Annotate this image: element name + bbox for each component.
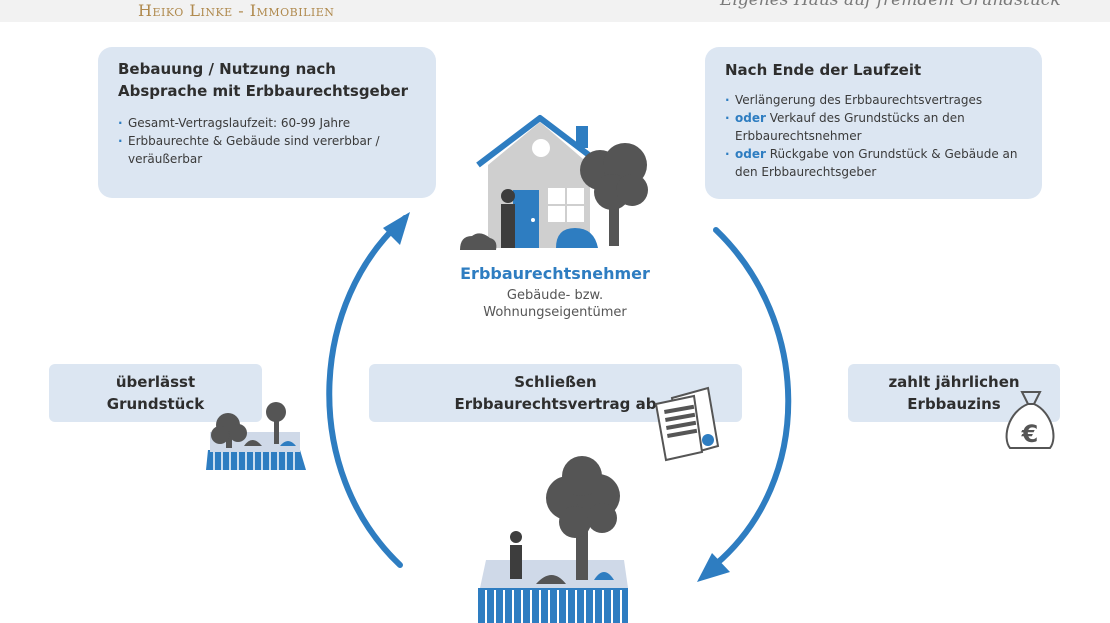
term-end-title: Nach Ende der Laufzeit — [725, 61, 922, 79]
list-item: oder Verkauf des Grundstücks an den Erbb… — [725, 109, 1025, 145]
usage-title-line1: Bebauung / Nutzung nach — [118, 60, 336, 78]
term-end-info-box: Nach Ende der Laufzeit Verlängerung des … — [705, 47, 1042, 199]
option-text: Verlängerung des Erbbaurechtsvertrages — [735, 93, 983, 107]
oder-label: oder — [735, 111, 766, 125]
list-item: Erbbaurechte & Gebäude sind vererbbar / … — [118, 132, 398, 168]
brand-logo: Heiko Linke - Immobilien — [138, 1, 335, 20]
option-text: Verkauf des Grundstücks an den Erbbaurec… — [735, 111, 965, 143]
euro-icon: € — [1021, 420, 1039, 448]
subtitle-line2: Wohnungseigentümer — [483, 305, 627, 320]
list-item: oder Rückgabe von Grundstück & Gebäude a… — [725, 145, 1025, 181]
leaseholder-subtitle: Gebäude- bzw. Wohnungseigentümer — [440, 287, 670, 321]
pill-line1: Schließen — [514, 373, 597, 391]
left-arrow-head — [383, 212, 410, 245]
leaseholder-title: Erbbaurechtsnehmer — [460, 264, 650, 283]
pill-line2: Grundstück — [106, 395, 205, 413]
provides-land-pill: überlässt Grundstück — [49, 364, 262, 422]
pill-line2: Erbbauzins — [907, 395, 1001, 413]
right-arrow-head — [697, 553, 730, 582]
oder-label: oder — [735, 147, 766, 161]
header-tagline: Eigenes Haus auf fremdem Grundstück — [720, 0, 1061, 10]
pill-line2: Erbbaurechtsvertrag ab — [454, 395, 657, 413]
list-item: Gesamt-Vertragslaufzeit: 60-99 Jahre — [118, 114, 418, 132]
top-bar — [0, 0, 1110, 22]
term-end-list: Verlängerung des Erbbaurechtsvertrages o… — [725, 91, 1025, 181]
tree-icon — [580, 143, 648, 246]
contract-pill: Schließen Erbbaurechtsvertrag ab — [369, 364, 742, 422]
list-item: Verlängerung des Erbbaurechtsvertrages — [725, 91, 1025, 109]
pill-line1: überlässt — [115, 373, 196, 391]
pill-line1: zahlt jährlichen — [888, 373, 1020, 391]
subtitle-line1: Gebäude- bzw. — [506, 288, 604, 303]
usage-title-line2: Absprache mit Erbbaurechtsgeber — [118, 82, 409, 100]
usage-list: Gesamt-Vertragslaufzeit: 60-99 Jahre Erb… — [118, 114, 418, 168]
option-text: Rückgabe von Grundstück & Gebäude an den… — [735, 147, 1018, 179]
ground-rent-pill: zahlt jährlichen Erbbauzins — [848, 364, 1060, 422]
house-icon — [460, 115, 604, 250]
bottom-plot-icon — [478, 456, 628, 623]
usage-info-box: Bebauung / Nutzung nach Absprache mit Er… — [98, 47, 436, 198]
